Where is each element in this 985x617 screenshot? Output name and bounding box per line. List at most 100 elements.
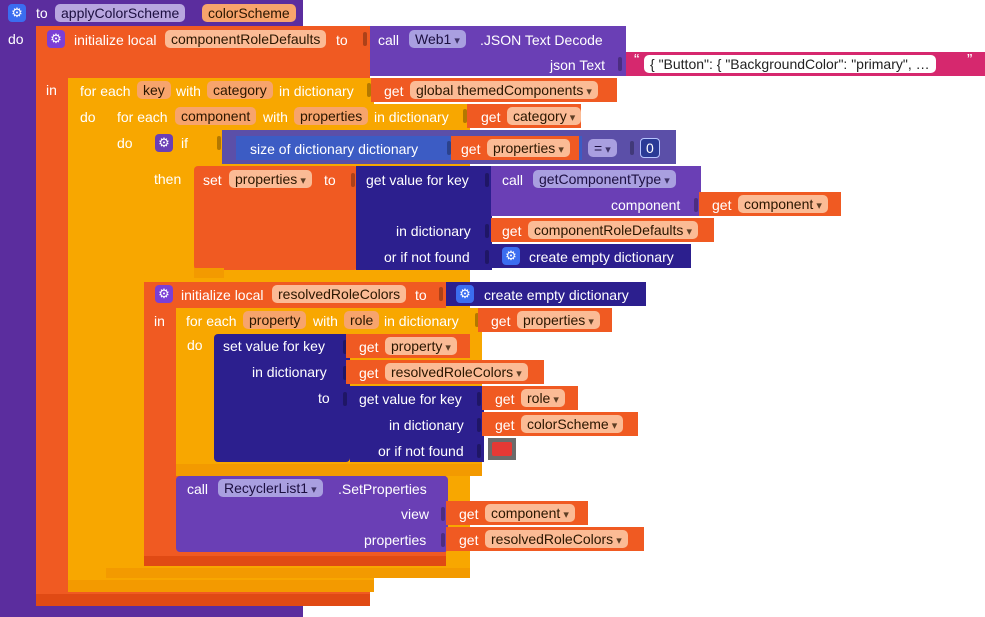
color-swatch[interactable] xyxy=(488,438,516,460)
recycler-props-connector xyxy=(441,533,445,547)
set-label: set xyxy=(203,172,222,188)
proc-do-label: do xyxy=(8,31,24,47)
init-in-label: in xyxy=(46,82,57,98)
init-local-footer xyxy=(36,594,370,606)
get-roledefaults-label: get xyxy=(502,223,522,239)
foreach-key-connector xyxy=(367,83,371,97)
get-resolved-dropdown-1[interactable]: resolvedRoleColors xyxy=(385,363,528,381)
gv-role-label: get value for key xyxy=(359,391,462,407)
web-method-label: .JSON Text Decode xyxy=(480,32,603,48)
proc-name-field[interactable]: applyColorScheme xyxy=(55,4,186,22)
get-colorscheme-dropdown[interactable]: colorScheme xyxy=(521,415,624,433)
recycler-component-dropdown[interactable]: RecyclerList1 xyxy=(218,479,323,497)
proc-to-label: to xyxy=(36,5,48,21)
foreach-key-var[interactable]: key xyxy=(137,81,171,99)
foreach-key-footer xyxy=(68,580,374,592)
if-connector xyxy=(217,136,221,150)
set-var-dropdown[interactable]: properties xyxy=(229,170,312,188)
foreach-property-indict: in dictionary xyxy=(384,313,459,329)
foreach-key-label: for each xyxy=(80,83,131,99)
number-zero-field[interactable]: 0 xyxy=(640,138,660,158)
foreach-component-do: do xyxy=(117,135,133,151)
procedure-gear-icon[interactable]: ⚙ xyxy=(8,4,26,22)
if-label: if xyxy=(181,135,188,151)
get-property-dropdown[interactable]: property xyxy=(385,337,457,355)
call-proc-arg-connector xyxy=(694,198,698,212)
gv-role-block[interactable] xyxy=(350,386,484,462)
get-roledefaults-dropdown[interactable]: componentRoleDefaults xyxy=(528,221,698,239)
get-value-for-key-block[interactable] xyxy=(356,166,492,270)
sv-indict-label: in dictionary xyxy=(252,364,327,380)
get-global-label: get xyxy=(384,83,404,99)
size-connector xyxy=(447,141,451,155)
set-value-for-key-block[interactable] xyxy=(214,334,350,462)
gv-indict-label: in dictionary xyxy=(396,223,471,239)
foreach-property-footer xyxy=(176,464,482,476)
web-arg-connector xyxy=(618,57,622,71)
sv-dict-connector xyxy=(343,366,347,380)
foreach-property-header[interactable] xyxy=(176,308,482,332)
foreach-component-var[interactable]: component xyxy=(175,107,257,125)
then-label: then xyxy=(154,171,182,187)
set-to-label: to xyxy=(324,172,336,188)
foreach-component-header[interactable] xyxy=(106,104,470,128)
foreach-value-var[interactable]: category xyxy=(207,81,273,99)
create-dict-gear-icon-2[interactable]: ⚙ xyxy=(456,285,474,303)
get-category-label: get xyxy=(481,109,501,125)
init-resolved-var[interactable]: resolvedRoleColors xyxy=(272,285,407,303)
foreach-component-connector xyxy=(463,109,467,123)
get-resolved-label-2: get xyxy=(459,532,479,548)
foreach-role-var[interactable]: role xyxy=(344,311,380,329)
sv-key-connector xyxy=(343,340,347,354)
recycler-view-connector xyxy=(441,507,445,521)
get-component-dropdown-2[interactable]: component xyxy=(485,504,575,522)
json-text-value[interactable]: { "Button": { "BackgroundColor": "primar… xyxy=(644,55,936,73)
recycler-call-label: call xyxy=(187,481,209,497)
init-resolved-in: in xyxy=(154,313,165,329)
create-empty-dict-block-2[interactable] xyxy=(446,282,646,306)
init-local-to: to xyxy=(336,32,348,48)
gv-role-key-connector xyxy=(477,392,481,406)
get-resolved-dropdown-2[interactable]: resolvedRoleColors xyxy=(485,530,628,548)
recycler-view-label: view xyxy=(401,506,430,522)
gv-label: get value for key xyxy=(366,172,469,188)
get-properties-dropdown-1[interactable]: properties xyxy=(487,139,570,157)
gv-key-connector xyxy=(485,173,489,187)
proc-param[interactable]: colorScheme xyxy=(202,4,296,22)
recycler-method-label: .SetProperties xyxy=(338,481,427,497)
if-gear-icon[interactable]: ⚙ xyxy=(155,134,173,152)
create-dict-gear-icon-1[interactable]: ⚙ xyxy=(502,247,520,265)
get-component-dropdown-1[interactable]: component xyxy=(738,195,828,213)
size-of-dictionary-label: size of dictionary dictionary xyxy=(250,141,419,157)
json-open-quote: “ xyxy=(634,52,640,69)
get-colorscheme-label: get xyxy=(495,417,515,433)
create-empty-dict-block-1[interactable] xyxy=(491,244,691,268)
then-footer xyxy=(194,268,224,278)
get-role-label: get xyxy=(495,391,515,407)
gv-notfound-label: or if not found xyxy=(384,249,470,265)
get-component-label-2: get xyxy=(459,506,479,522)
init-resolved-gear-icon[interactable]: ⚙ xyxy=(155,285,173,303)
get-property-label: get xyxy=(359,339,379,355)
get-properties-dropdown-2[interactable]: properties xyxy=(517,311,600,329)
foreach-component-footer xyxy=(106,568,470,578)
init-local-gear-icon[interactable]: ⚙ xyxy=(47,30,65,48)
foreach-property-var[interactable]: property xyxy=(243,311,307,329)
foreach-properties-var[interactable]: properties xyxy=(294,107,369,125)
gv-role-dict-connector xyxy=(477,418,481,432)
init-resolved-to: to xyxy=(415,287,427,303)
get-role-dropdown[interactable]: role xyxy=(521,389,565,407)
create-dict-label-1: create empty dictionary xyxy=(529,249,674,265)
init-local-var[interactable]: componentRoleDefaults xyxy=(165,30,327,48)
recycler-props-label: properties xyxy=(364,532,427,548)
compare-operator-dropdown[interactable]: = xyxy=(588,139,617,157)
web-component-dropdown[interactable]: Web1 xyxy=(409,30,466,48)
call-proc-dropdown[interactable]: getComponentType xyxy=(533,170,676,188)
init-local-label: initialize local xyxy=(74,32,157,48)
call-proc-arg-label: component xyxy=(611,197,681,213)
compare-connector xyxy=(630,141,634,155)
init-resolved-label: initialize local xyxy=(181,287,264,303)
get-category-dropdown[interactable]: category xyxy=(507,107,582,125)
get-global-dropdown[interactable]: global themedComponents xyxy=(410,81,598,99)
foreach-key-indict: in dictionary xyxy=(279,83,354,99)
